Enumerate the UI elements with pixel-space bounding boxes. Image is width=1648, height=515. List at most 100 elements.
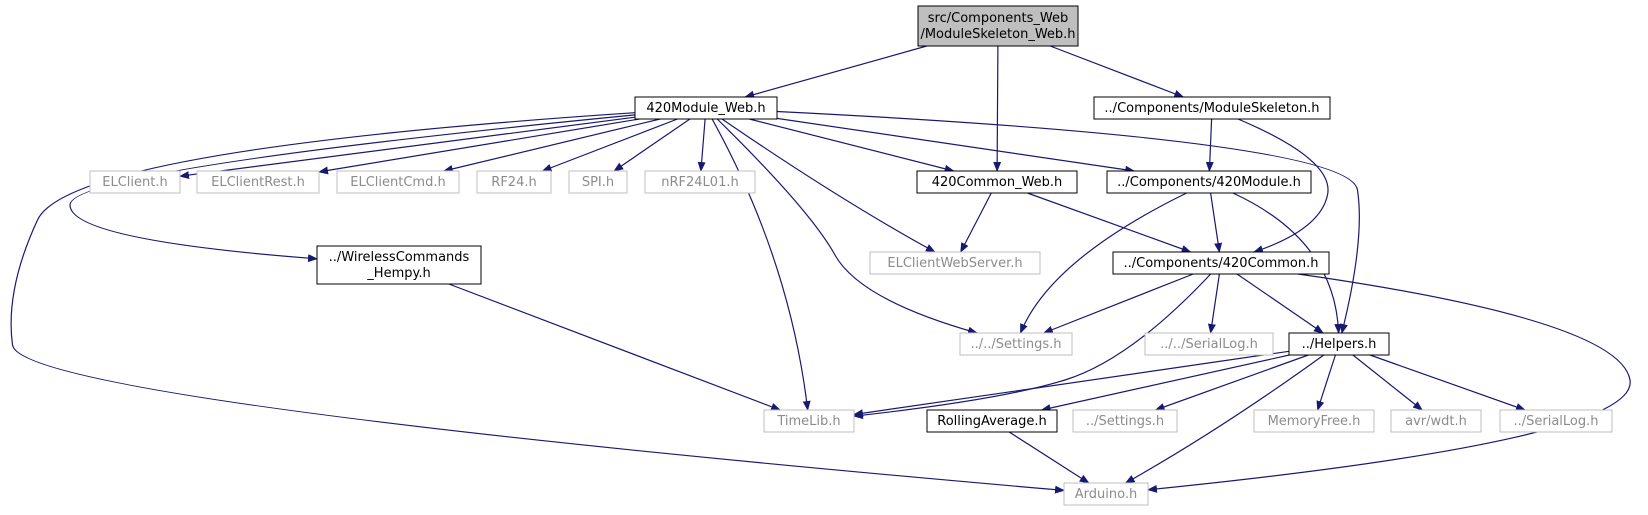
node-box [1093,96,1331,120]
edge-common420-to-settings2 [1042,273,1194,334]
edge-common420web-to-elclientweb [960,192,992,253]
edge-module420web-to-elclient [179,116,636,180]
node-box [916,170,1078,194]
node-label: 420Module_Web.h [646,101,765,116]
edge-moduleskeleton-to-common420 [1237,118,1329,253]
node-label: TimeLib.h [776,414,840,429]
node-label: 420Common_Web.h [932,175,1063,190]
node-box [1288,332,1390,356]
node-box [869,251,1041,275]
node-box [644,170,756,194]
node-nrf24l01: nRF24L01.h [644,170,756,194]
node-label: ../WirelessCommands [329,250,470,265]
edge-root-to-module420web [744,45,927,99]
node-root: src/Components_Web/ModuleSkeleton_Web.h [917,5,1079,47]
node-label: SPI.h [582,175,614,190]
node-common420web[interactable]: 420Common_Web.h [916,170,1078,194]
edge-helpers-to-rolling [1040,354,1290,412]
edge-helpers-to-timelib [853,350,1290,418]
node-settings1: ../Settings.h [1072,409,1178,433]
edge-moduleskeleton-to-module420 [1205,118,1214,172]
edge-helpers-to-arduino [1124,354,1325,484]
edge-common420-to-arduino [1147,273,1631,493]
edge-helpers-to-seriallog1 [1369,354,1526,411]
node-label: RF24.h [491,175,536,190]
node-elclient: ELClient.h [89,170,181,194]
node-box [476,170,552,194]
node-box [1499,409,1613,433]
edge-root-to-moduleskeleton [1049,45,1185,98]
node-box [196,170,320,194]
node-rolling[interactable]: RollingAverage.h [926,409,1058,433]
edge-module420web-to-timelib [711,118,811,411]
node-box [1072,409,1178,433]
node-label: Arduino.h [1075,487,1137,502]
node-label: RollingAverage.h [937,414,1046,429]
edges-layer [10,45,1631,494]
node-box [634,96,778,120]
node-seriallog1: ../SerialLog.h [1499,409,1613,433]
edge-module420web-to-common420web [749,118,955,173]
edge-module420web-to-rf24 [541,118,678,172]
edge-module420-to-settings2 [1019,192,1187,334]
edge-common420-to-timelib [853,273,1212,420]
node-timelib: TimeLib.h [763,409,855,433]
node-elclientrest: ELClientRest.h [196,170,320,194]
node-wdt: avr/wdt.h [1390,409,1482,433]
node-helpers[interactable]: ../Helpers.h [1288,332,1390,356]
node-label: ELClientCmd.h [350,175,445,190]
node-label: ../Components/ModuleSkeleton.h [1104,101,1319,116]
node-label: MemoryFree.h [1268,414,1361,429]
node-label: ../SerialLog.h [1513,414,1598,429]
node-elclientweb: ELClientWebServer.h [869,251,1041,275]
node-module420web[interactable]: 420Module_Web.h [634,96,778,120]
edge-root-to-common420web [993,45,1002,172]
node-box [1253,409,1375,433]
node-label: ELClientRest.h [211,175,305,190]
node-arduino: Arduino.h [1063,482,1149,506]
edge-module420web-to-helpers [776,110,1360,334]
nodes-layer: src/Components_Web/ModuleSkeleton_Web.h 4… [89,5,1613,506]
node-label: avr/wdt.h [1405,414,1467,429]
edge-module420web-to-settings2 [716,118,978,335]
node-spi: SPI.h [568,170,628,194]
edge-helpers-to-wdt [1352,354,1423,411]
edge-module420web-to-elclientrest [318,118,640,175]
node-label: ../Components/420Common.h [1123,256,1318,271]
node-label: /ModuleSkeleton_Web.h [920,27,1075,42]
node-box [1390,409,1482,433]
node-label: src/Components_Web [928,11,1068,26]
node-label: ../../Settings.h [971,337,1062,352]
node-box [1144,332,1274,356]
edge-common420web-to-common420 [1027,192,1192,253]
edge-wireless-to-timelib [448,283,782,411]
edge-common420-to-seriallog2 [1207,273,1220,334]
node-wireless[interactable]: ../WirelessCommands_Hempy.h [316,245,482,285]
node-label: ../Helpers.h [1302,337,1377,352]
edge-module420web-to-module420 [776,117,1136,174]
edge-module420web-to-elclientcmd [442,118,661,173]
edge-module420-to-common420 [1210,192,1223,253]
node-label: ELClient.h [102,175,167,190]
node-moduleskeleton[interactable]: ../Components/ModuleSkeleton.h [1093,96,1331,120]
node-label: nRF24L01.h [661,175,738,190]
node-box [89,170,181,194]
node-box [1063,482,1149,506]
edge-module420web-to-elclientweb [721,118,936,253]
node-module420[interactable]: ../Components/420Module.h [1106,170,1312,194]
node-box [763,409,855,433]
edge-common420-to-helpers [1236,273,1324,334]
node-seriallog2: ../../SerialLog.h [1144,332,1274,356]
node-elclientcmd: ELClientCmd.h [336,170,460,194]
node-label: ELClientWebServer.h [887,256,1022,271]
node-box [336,170,460,194]
node-box [1106,170,1312,194]
edge-module420web-to-spi [613,118,691,172]
node-memfree: MemoryFree.h [1253,409,1375,433]
node-label: ../../SerialLog.h [1160,337,1258,352]
node-common420[interactable]: ../Components/420Common.h [1112,251,1330,275]
node-label: ../Components/420Module.h [1117,175,1301,190]
edge-helpers-to-memfree [1316,354,1336,411]
node-box [926,409,1058,433]
